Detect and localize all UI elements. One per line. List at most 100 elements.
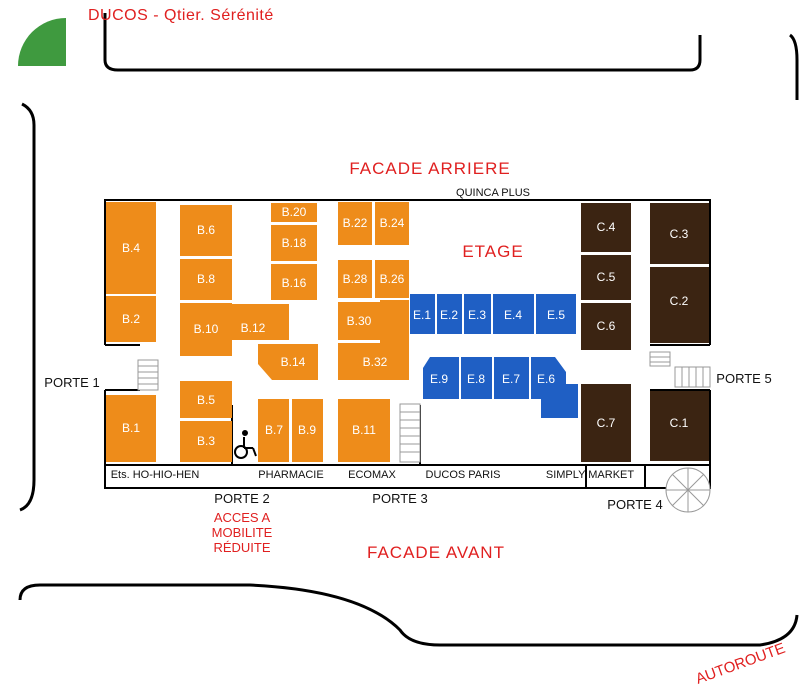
unit-e6[interactable] — [531, 357, 578, 418]
unit-e7[interactable] — [494, 357, 529, 399]
stairs-center — [399, 403, 421, 463]
unit-c7[interactable] — [581, 384, 631, 462]
unit-c1[interactable] — [650, 391, 709, 461]
facade-front-label: FACADE AVANT — [367, 543, 505, 562]
building-walls — [104, 199, 711, 489]
label-b1: B.1 — [122, 421, 140, 435]
label-b24: B.24 — [380, 216, 405, 230]
upper-floor-label: ETAGE — [462, 242, 523, 261]
store-simply-market: SIMPLY MARKET — [546, 469, 635, 481]
label-b30: B.30 — [347, 314, 372, 328]
label-c5: C.5 — [597, 270, 616, 284]
store-ducos-paris: DUCOS PARIS — [426, 469, 501, 481]
label-c3: C.3 — [670, 227, 689, 241]
unit-b8[interactable] — [180, 259, 232, 300]
label-b22: B.22 — [343, 216, 368, 230]
label-c4: C.4 — [597, 220, 616, 234]
porte3-label: PORTE 3 — [372, 491, 427, 506]
facade-rear-label: FACADE ARRIERE — [349, 159, 510, 178]
unit-b14[interactable] — [258, 344, 318, 380]
unit-b24[interactable] — [375, 202, 409, 245]
stairs-porte1 — [137, 359, 159, 391]
label-b6: B.6 — [197, 223, 215, 237]
unit-b10[interactable] — [180, 303, 232, 356]
unit-b11[interactable] — [338, 399, 390, 462]
porte2-note-line1: ACCES A — [214, 510, 271, 525]
wheelchair-icon — [234, 430, 257, 459]
unit-b7[interactable] — [258, 399, 289, 462]
site-title: DUCOS - Qtier. Sérénité — [88, 7, 274, 24]
unit-e2[interactable] — [437, 294, 462, 334]
unit-e8[interactable] — [461, 357, 492, 399]
unit-b32[interactable] — [338, 300, 409, 380]
road-bottom — [18, 583, 799, 647]
road-left — [19, 102, 36, 512]
label-b18: B.18 — [282, 236, 307, 250]
label-b28: B.28 — [343, 272, 368, 286]
stairs-porte5 — [674, 366, 711, 388]
unit-b6[interactable] — [180, 205, 232, 256]
store-hohiohen: Ets. HO-HIO-HEN — [111, 469, 200, 481]
unit-b4[interactable] — [106, 202, 156, 294]
road-right-top — [789, 33, 799, 100]
unit-b20[interactable] — [271, 203, 317, 222]
unit-e5[interactable] — [536, 294, 576, 334]
unit-e9[interactable] — [423, 357, 459, 399]
label-c2: C.2 — [670, 294, 689, 308]
unit-c3[interactable] — [650, 203, 709, 264]
store-ecomax: ECOMAX — [348, 469, 396, 481]
label-b14: B.14 — [281, 355, 306, 369]
porte2-note-line2: MOBILITE — [212, 525, 273, 540]
label-c1: C.1 — [670, 416, 689, 430]
unit-b1[interactable] — [106, 395, 156, 462]
unit-b2[interactable] — [106, 296, 156, 342]
unit-b22[interactable] — [338, 202, 372, 245]
unit-b18[interactable] — [271, 225, 317, 261]
label-b8: B.8 — [197, 272, 215, 286]
unit-b5[interactable] — [180, 381, 232, 418]
label-e7: E.7 — [502, 372, 520, 386]
label-e8: E.8 — [467, 372, 485, 386]
unit-b30[interactable] — [338, 302, 380, 340]
label-e6: E.6 — [537, 372, 555, 386]
label-e1: E.1 — [413, 308, 431, 322]
unit-b12[interactable] — [232, 304, 289, 340]
porte1-label: PORTE 1 — [44, 375, 99, 390]
green-space-icon — [18, 18, 66, 66]
label-b16: B.16 — [282, 276, 307, 290]
label-b3: B.3 — [197, 434, 215, 448]
store-pharmacie: PHARMACIE — [258, 469, 323, 481]
unit-c6[interactable] — [581, 303, 631, 350]
label-b12: B.12 — [241, 321, 266, 335]
road-top — [103, 13, 702, 72]
unit-b26[interactable] — [375, 260, 409, 298]
label-b10: B.10 — [194, 322, 219, 336]
unit-e4[interactable] — [493, 294, 534, 334]
label-b32: B.32 — [363, 355, 388, 369]
label-b5: B.5 — [197, 393, 215, 407]
unit-c4[interactable] — [581, 203, 631, 252]
unit-b9[interactable] — [292, 399, 323, 462]
quinca-plus-label: QUINCA PLUS — [456, 187, 530, 199]
label-e4: E.4 — [504, 308, 522, 322]
label-b7: B.7 — [265, 423, 283, 437]
unit-b28[interactable] — [338, 260, 372, 298]
spiral-stairs-icon — [665, 467, 711, 513]
porte4-label: PORTE 4 — [607, 497, 662, 512]
label-b20: B.20 — [282, 205, 307, 219]
unit-c5[interactable] — [581, 255, 631, 300]
label-b4: B.4 — [122, 241, 140, 255]
label-b11: B.11 — [352, 423, 376, 437]
unit-e1[interactable] — [410, 294, 435, 334]
unit-c2[interactable] — [650, 267, 709, 343]
porte2-note-line3: RÉDUITE — [213, 540, 270, 555]
unit-b3[interactable] — [180, 421, 232, 462]
label-e3: E.3 — [468, 308, 486, 322]
label-c6: C.6 — [597, 319, 616, 333]
porte2-label: PORTE 2 — [214, 491, 269, 506]
label-b2: B.2 — [122, 312, 140, 326]
label-e9: E.9 — [430, 372, 448, 386]
unit-e3[interactable] — [464, 294, 491, 334]
unit-b16[interactable] — [271, 264, 317, 300]
